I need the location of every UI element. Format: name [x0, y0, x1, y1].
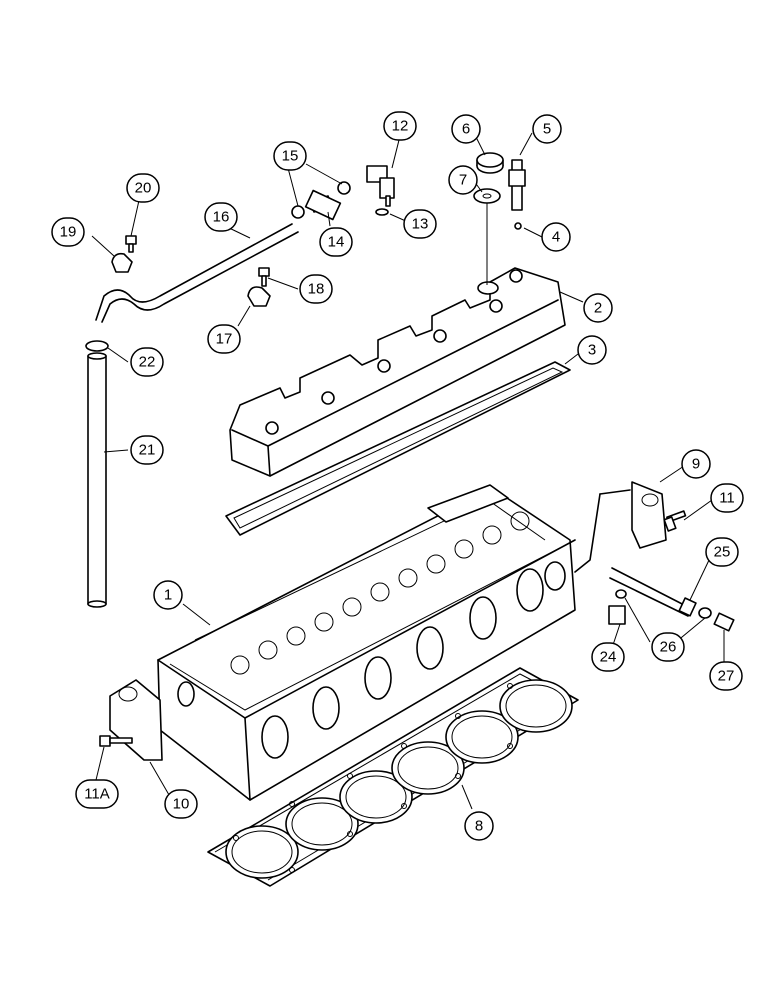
callout-27: 27 [709, 661, 743, 691]
bracket-wire [599, 489, 631, 495]
callout-11a: 11A [75, 779, 119, 809]
callout-14-label: 14 [328, 234, 345, 251]
head-gasket [207, 667, 579, 887]
callout-21: 21 [130, 435, 164, 465]
callout-17-label: 17 [216, 331, 233, 348]
callout-16: 16 [204, 202, 238, 232]
callout-17: 17 [207, 324, 241, 354]
callout-20: 20 [126, 173, 160, 203]
callout-24-label: 24 [600, 649, 617, 666]
callout-11-label: 11 [719, 490, 735, 507]
callout-26: 26 [651, 632, 685, 662]
callout-22: 22 [130, 347, 164, 377]
sensor-12 [366, 165, 395, 207]
callout-1-label: 1 [164, 587, 172, 604]
callout-12-label: 12 [392, 118, 409, 135]
o-ring-22 [85, 340, 109, 352]
breather-cap-6 [476, 152, 504, 174]
washer-26 [698, 607, 712, 619]
callout-3: 3 [577, 335, 607, 365]
fitting-24 [608, 589, 627, 625]
callout-24: 24 [591, 642, 625, 672]
callout-4: 4 [541, 222, 571, 252]
clamp-19 [111, 252, 133, 273]
bolt-11 [663, 510, 687, 532]
head-ports [177, 561, 566, 759]
hose-14 [304, 189, 342, 221]
callout-25: 25 [705, 537, 739, 567]
tube-21 [87, 352, 107, 608]
callout-6: 6 [451, 114, 481, 144]
callout-14: 14 [319, 227, 353, 257]
callout-13-label: 13 [412, 216, 429, 233]
callout-2-label: 2 [594, 300, 602, 317]
fuel-line-25 [609, 567, 697, 617]
lifting-bracket-9 [631, 481, 667, 549]
gasket-bores [225, 679, 573, 879]
callout-4-label: 4 [552, 229, 560, 246]
clamps-15 [291, 181, 351, 219]
gasket-holes [233, 683, 513, 873]
callout-6-label: 6 [462, 121, 470, 138]
valve-train-detail [230, 511, 530, 675]
callout-21-label: 21 [139, 442, 156, 459]
callout-1: 1 [153, 580, 183, 610]
bolt-20 [125, 235, 137, 253]
callout-15-label: 15 [282, 148, 299, 165]
breather-tube-16 [95, 223, 293, 321]
o-ring-13 [375, 208, 389, 216]
washer-7 [473, 188, 501, 204]
callout-5-label: 5 [543, 121, 551, 138]
callout-19: 19 [51, 217, 85, 247]
lifting-bracket-10 [109, 679, 163, 761]
breather-tube-16-edge [101, 231, 299, 323]
sensor-5 [508, 159, 526, 230]
valve-cover [229, 267, 566, 477]
callout-11a-label: 11A [84, 786, 110, 803]
callout-5: 5 [532, 114, 562, 144]
bolt-11a [99, 735, 133, 747]
bolt-18 [258, 267, 270, 287]
callout-27-label: 27 [718, 668, 735, 685]
callout-12: 12 [383, 111, 417, 141]
callout-18: 18 [299, 274, 333, 304]
callout-16-label: 16 [213, 209, 230, 226]
clamp-17 [247, 286, 271, 307]
callout-8-label: 8 [475, 818, 483, 835]
callout-11: 11 [710, 483, 744, 513]
callout-8: 8 [464, 811, 494, 841]
callout-13: 13 [403, 209, 437, 239]
callout-20-label: 20 [135, 180, 152, 197]
callout-7: 7 [448, 165, 478, 195]
callout-25-label: 25 [714, 544, 731, 561]
bracket-wire-2 [574, 493, 601, 573]
fitting-27 [713, 612, 735, 632]
callout-15: 15 [273, 141, 307, 171]
callout-18-label: 18 [308, 281, 325, 298]
callout-19-label: 19 [60, 224, 77, 241]
callout-10: 10 [164, 789, 198, 819]
callout-9: 9 [681, 449, 711, 479]
callout-9-label: 9 [692, 456, 700, 473]
callout-10-label: 10 [173, 796, 190, 813]
callout-22-label: 22 [139, 354, 156, 371]
callout-2: 2 [583, 293, 613, 323]
callout-7-label: 7 [459, 172, 467, 189]
callout-26-label: 26 [660, 639, 677, 656]
valve-cover-gasket [225, 361, 571, 536]
callout-3-label: 3 [588, 342, 596, 359]
cylinder-head [157, 484, 576, 801]
